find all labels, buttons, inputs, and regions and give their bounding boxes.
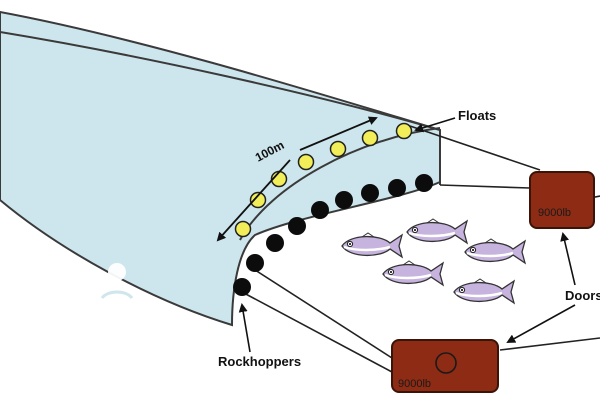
- watermark-logo-arc: [92, 283, 142, 309]
- rockhopper: [233, 278, 251, 296]
- doors-pointer-lower: [506, 304, 576, 343]
- doors-label: Doors: [565, 288, 600, 303]
- floats-pointer: [414, 117, 456, 133]
- fish: [406, 218, 469, 245]
- rockhopper: [266, 234, 284, 252]
- float: [234, 220, 252, 238]
- warp-cable-upper-b: [439, 184, 531, 189]
- rockhopper: [415, 174, 433, 192]
- warp-cable-lower-b: [241, 291, 393, 373]
- length-arrow: [216, 159, 291, 242]
- warp-cable-lower-a: [251, 267, 393, 359]
- door-lower-weight: 9000lb: [398, 378, 431, 390]
- trawl-net-body: [0, 10, 441, 327]
- warp-cable-upper-a: [409, 125, 541, 171]
- fish: [382, 260, 445, 287]
- tow-line-lower: [499, 337, 600, 351]
- rockhopper: [288, 217, 306, 235]
- watermark-text: خبرگزاری فارس: [37, 311, 199, 335]
- float: [395, 122, 413, 140]
- length-arrow-upper: [299, 116, 378, 151]
- float: [249, 191, 267, 209]
- watermark-logo-inner: [100, 290, 134, 300]
- fish: [464, 238, 527, 265]
- door-lower-ring: [435, 352, 457, 374]
- agency-watermark: خبرگزاری فارس: [37, 263, 199, 335]
- floats-label: Floats: [458, 108, 496, 123]
- rockhopper: [361, 184, 379, 202]
- float: [329, 140, 347, 158]
- rockhopper: [246, 254, 264, 272]
- door-upper-weight: 9000lb: [538, 207, 571, 219]
- fish: [453, 278, 516, 305]
- rockhopper: [335, 191, 353, 209]
- fish: [341, 232, 404, 259]
- fish-school: [341, 218, 527, 305]
- net-top-edge: [0, 31, 441, 131]
- doors-pointer-upper: [560, 232, 576, 286]
- rockhopper: [388, 179, 406, 197]
- rockhopper: [311, 201, 329, 219]
- door-upper: 9000lb: [529, 171, 595, 229]
- rockhoppers-pointer: [238, 303, 251, 353]
- float: [297, 153, 315, 171]
- rockhoppers-label: Rockhoppers: [218, 354, 301, 369]
- watermark-logo-dot: [108, 263, 126, 281]
- float: [361, 129, 379, 147]
- rockhoppers-row: [233, 174, 433, 296]
- door-lower: 9000lb: [391, 339, 499, 393]
